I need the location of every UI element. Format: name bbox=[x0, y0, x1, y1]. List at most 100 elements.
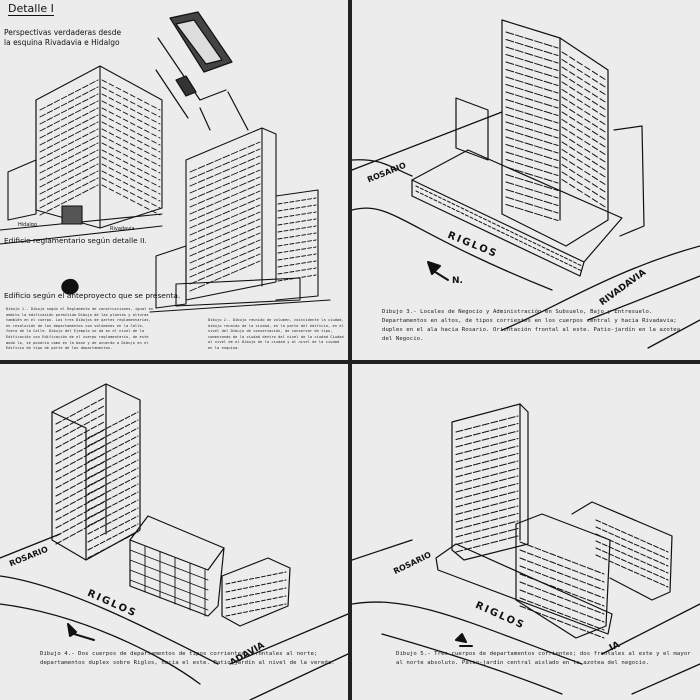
floor-line bbox=[189, 232, 261, 264]
floor-line bbox=[455, 460, 519, 478]
floor-line bbox=[455, 453, 519, 470]
north-arrow bbox=[427, 261, 449, 281]
floor-line bbox=[519, 557, 605, 591]
floor-line bbox=[455, 498, 519, 515]
caption-dibujo-1: Dibujo 1.- Dibujo según el Reglamento de… bbox=[6, 307, 154, 351]
floor-line bbox=[55, 421, 105, 449]
floor-line bbox=[505, 46, 559, 64]
north-arrow bbox=[67, 623, 95, 641]
floor-line bbox=[505, 84, 559, 101]
floor-line bbox=[101, 93, 161, 125]
floor-line bbox=[39, 93, 99, 125]
floor-line bbox=[189, 169, 261, 201]
floor-line bbox=[87, 443, 139, 471]
floor-line bbox=[277, 204, 317, 212]
floor-line bbox=[561, 51, 607, 81]
floor-line bbox=[455, 528, 519, 545]
floor-line bbox=[225, 603, 287, 617]
site-plan bbox=[155, 11, 249, 131]
floor-line bbox=[561, 59, 607, 88]
building-reglamentario bbox=[0, 65, 163, 245]
street-edges bbox=[352, 111, 700, 349]
floor-line bbox=[101, 177, 161, 209]
floor-line bbox=[561, 104, 607, 133]
floor-line bbox=[595, 547, 669, 581]
floor-line bbox=[189, 246, 261, 278]
floor-line bbox=[505, 166, 559, 184]
floor-line bbox=[87, 523, 139, 551]
floor-line bbox=[225, 595, 287, 609]
floor-line bbox=[415, 190, 583, 272]
floor-line bbox=[277, 218, 317, 226]
tower-floor-lines bbox=[55, 397, 287, 617]
floor-line bbox=[39, 135, 99, 167]
floor-line bbox=[87, 515, 139, 543]
panel-2-drawing bbox=[352, 19, 700, 349]
floor-line bbox=[39, 128, 99, 160]
building-anteproyecto bbox=[149, 127, 331, 313]
floor-line bbox=[561, 111, 607, 141]
floor-line bbox=[87, 467, 139, 495]
floor-line bbox=[455, 468, 519, 485]
floor-line bbox=[189, 141, 261, 173]
floor-line bbox=[55, 397, 105, 425]
floor-line bbox=[505, 129, 559, 146]
panel-dibujo-5: ROSARIO RIGLOS RIVADAVIA Dibujo 5.- Tres… bbox=[352, 364, 700, 700]
panel-dibujo-3: ROSARIO RIGLOS RIVADAVIA N. Dibujo 3.- L… bbox=[352, 0, 700, 360]
floor-line bbox=[505, 181, 559, 199]
floor-line bbox=[101, 170, 161, 202]
floor-line bbox=[225, 579, 287, 593]
caption-dibujo-5: Dibujo 5.- Tres cuerpos de departamentos… bbox=[396, 651, 691, 666]
floor-line bbox=[561, 96, 607, 126]
floor-line bbox=[455, 505, 519, 523]
floor-line bbox=[505, 121, 559, 139]
floor-line bbox=[101, 156, 161, 188]
floor-line bbox=[101, 114, 161, 146]
floor-line bbox=[277, 197, 317, 205]
street-label-hidalgo: Hidalgo bbox=[18, 222, 38, 228]
floor-line bbox=[39, 184, 99, 216]
floor-line bbox=[39, 79, 99, 111]
floor-line bbox=[39, 86, 99, 118]
grid-transom bbox=[129, 579, 209, 611]
floor-line bbox=[561, 89, 607, 118]
floor-line bbox=[519, 549, 605, 583]
floor-line bbox=[39, 121, 99, 153]
floor-line bbox=[189, 253, 261, 285]
floor-line bbox=[595, 554, 669, 588]
floor-line bbox=[505, 136, 559, 154]
floor-line bbox=[87, 427, 139, 455]
north-label: N. bbox=[452, 276, 463, 286]
floor-line bbox=[189, 148, 261, 180]
floor-line bbox=[189, 162, 261, 194]
floor-line bbox=[561, 179, 607, 208]
floor-line bbox=[561, 156, 607, 186]
floor-line bbox=[101, 86, 161, 118]
low-block bbox=[221, 557, 291, 627]
floor-line bbox=[455, 520, 519, 538]
floor-line bbox=[189, 204, 261, 236]
floor-line bbox=[87, 475, 139, 503]
label-reglamentario: Edificio reglamentario según detalle II. bbox=[4, 236, 147, 245]
floor-line bbox=[101, 79, 161, 111]
floor-line bbox=[505, 54, 559, 71]
floor-line bbox=[101, 163, 161, 195]
floor-line bbox=[87, 531, 139, 559]
floor-line bbox=[561, 74, 607, 103]
floor-line bbox=[39, 170, 99, 202]
floor-line bbox=[455, 483, 519, 500]
street-edges bbox=[0, 533, 348, 700]
marker-blob bbox=[61, 278, 79, 295]
detail-heading: Perspectivas verdaderas desde la esquina… bbox=[4, 28, 122, 47]
building-anteproyecto-floors bbox=[189, 141, 317, 292]
floor-line bbox=[39, 156, 99, 188]
floor-line bbox=[87, 411, 139, 439]
floor-line bbox=[39, 100, 99, 132]
floor-line bbox=[505, 39, 559, 56]
floor-line bbox=[505, 189, 559, 206]
floor-line bbox=[189, 239, 261, 271]
tower-block bbox=[51, 383, 141, 561]
floor-line bbox=[39, 142, 99, 174]
caption-dibujo-4: Dibujo 4.- Dos cuerpos de departamentos … bbox=[40, 651, 335, 666]
